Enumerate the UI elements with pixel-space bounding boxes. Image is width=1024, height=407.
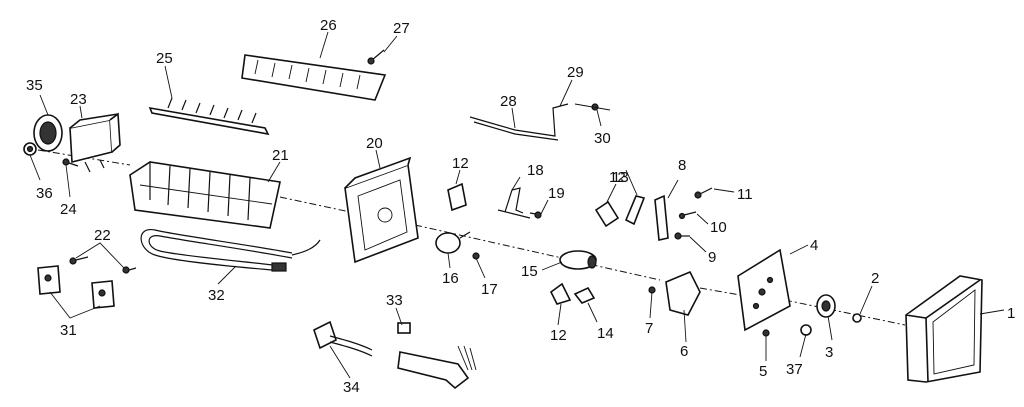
callout-32: 32 — [208, 287, 225, 304]
part-ring — [33, 114, 63, 152]
callout-37: 37 — [786, 361, 803, 378]
callout-5: 5 — [759, 363, 767, 380]
callout-12-lower: 12 — [550, 327, 567, 344]
part-bracket-8 — [654, 194, 669, 241]
part-ejector-blade — [148, 97, 270, 136]
part-water-valve — [69, 112, 121, 173]
callout-12-upper: 12 — [452, 155, 469, 172]
callout-10: 10 — [710, 219, 727, 236]
part-brackets — [37, 265, 115, 309]
callout-20: 20 — [366, 135, 383, 152]
callout-1: 1 — [1007, 305, 1015, 322]
part-cam-upper — [447, 182, 467, 212]
callout-2: 2 — [871, 270, 879, 287]
part-shutoff-arm — [469, 103, 611, 141]
callout-4: 4 — [810, 237, 818, 254]
part-front-cover — [905, 275, 983, 383]
callout-28: 28 — [500, 93, 517, 110]
callout-15: 15 — [521, 263, 538, 280]
callout-29: 29 — [567, 64, 584, 81]
callout-23: 23 — [70, 91, 87, 108]
part-screws-22 — [69, 256, 137, 274]
part-gear — [559, 250, 597, 270]
part-screw-27 — [367, 49, 385, 65]
callout-25: 25 — [156, 50, 173, 67]
part-screws-right — [674, 187, 713, 240]
callout-labels: 1 2 3 4 5 6 7 8 9 10 11 12 12 12 13 14 1… — [26, 17, 1015, 396]
callout-26: 26 — [320, 17, 337, 34]
part-switch — [624, 195, 646, 226]
callout-12-right: 12 — [609, 169, 626, 186]
part-screw-19 — [529, 211, 542, 219]
callout-22: 22 — [94, 227, 111, 244]
callout-19: 19 — [548, 185, 565, 202]
part-thermostat — [594, 200, 620, 228]
part-ice-mold — [129, 161, 281, 229]
part-mold-motor — [665, 270, 701, 316]
part-nut-37 — [800, 324, 812, 336]
part-wiring-harness — [313, 320, 477, 390]
part-knob — [816, 294, 836, 318]
callout-33: 33 — [386, 292, 403, 309]
callout-3: 3 — [825, 344, 833, 361]
part-terminal — [397, 322, 411, 334]
callout-21: 21 — [272, 147, 289, 164]
callout-16: 16 — [442, 270, 459, 287]
callout-13: 13 — [612, 169, 629, 186]
callout-34: 34 — [343, 379, 360, 396]
part-motor — [435, 231, 471, 254]
callout-8: 8 — [678, 157, 686, 174]
part-stripper — [241, 54, 387, 101]
callout-35: 35 — [26, 77, 43, 94]
callout-24: 24 — [60, 201, 77, 218]
callout-36: 36 — [36, 185, 53, 202]
callout-11: 11 — [737, 186, 753, 203]
part-lever — [573, 286, 596, 304]
callout-18: 18 — [527, 162, 544, 179]
leader-lines — [29, 31, 1005, 379]
part-heater — [140, 229, 321, 272]
part-housing — [344, 156, 419, 264]
callout-30: 30 — [594, 130, 611, 147]
callout-7: 7 — [645, 320, 653, 337]
callout-14: 14 — [597, 325, 614, 342]
part-switch-arm — [497, 187, 531, 219]
part-nut-36 — [23, 142, 37, 156]
callout-27: 27 — [393, 20, 410, 37]
callout-6: 6 — [680, 343, 688, 360]
callout-31: 31 — [60, 322, 77, 339]
callout-17: 17 — [481, 281, 498, 298]
part-cam-lower — [549, 282, 572, 305]
callout-9: 9 — [708, 249, 716, 266]
part-clip — [852, 313, 862, 323]
part-mounting-plate — [737, 248, 791, 332]
